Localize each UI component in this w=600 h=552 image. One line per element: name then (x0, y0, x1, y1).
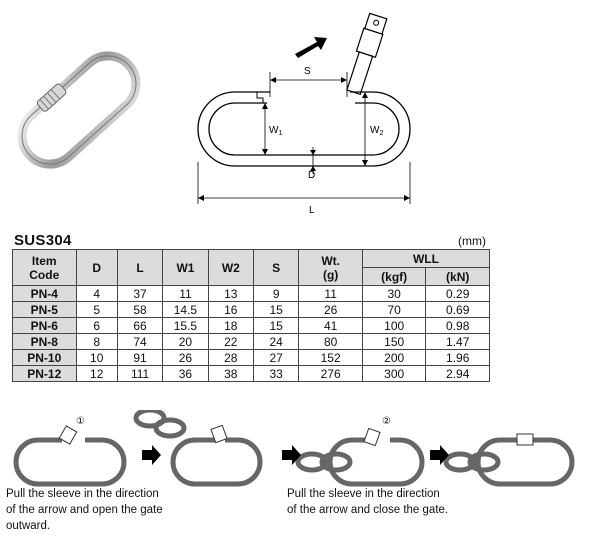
table-cell: 12 (75, 365, 118, 382)
table-cell: 36 (162, 365, 209, 382)
arrow-right-icon (430, 445, 449, 465)
table-cell: 300 (361, 365, 427, 382)
table-cell: 2.94 (425, 365, 490, 382)
material-title: SUS304 (14, 232, 72, 249)
label-w1: W (269, 125, 279, 136)
step-marker-2: ② (382, 416, 391, 427)
header-wt: Wt.(g) (298, 249, 363, 286)
table-cell: 111 (116, 365, 164, 382)
table-cell: 6 (75, 317, 118, 334)
table-cell: 1.47 (425, 333, 490, 350)
item-code-cell: PN-6 (12, 317, 77, 334)
header-d: D (75, 249, 118, 286)
dimension-diagram: S W1 W2 D L (197, 12, 411, 216)
svg-text:W2: W2 (370, 125, 383, 137)
arrow-right-icon (142, 445, 161, 465)
table-cell: 8 (75, 333, 118, 350)
table-cell: 5 (75, 301, 118, 318)
direction-arrow-icon (295, 37, 327, 58)
header-s: S (252, 249, 300, 286)
item-code-cell: PN-5 (12, 301, 77, 318)
table-cell: 37 (116, 285, 164, 302)
header-l: L (116, 249, 164, 286)
item-code-cell: PN-8 (12, 333, 77, 350)
table-cell: 11 (298, 285, 363, 302)
table-cell: 10 (75, 349, 118, 366)
step-marker-1: ① (76, 416, 85, 427)
table-cell: 150 (361, 333, 427, 350)
table-cell: 33 (252, 365, 300, 382)
table-cell: 91 (116, 349, 164, 366)
caption-close-gate: Pull the sleeve in the direction of the … (287, 488, 449, 516)
item-code-cell: PN-10 (12, 349, 77, 366)
table-cell: 26 (298, 301, 363, 318)
label-l: L (309, 205, 315, 216)
label-d: D (308, 170, 315, 181)
table-cell: 11 (162, 285, 209, 302)
table-cell: 22 (207, 333, 255, 350)
table-cell: 30 (361, 285, 427, 302)
header-w2: W2 (207, 249, 255, 286)
item-code-cell: PN-4 (12, 285, 77, 302)
table-cell: 276 (298, 365, 363, 382)
table-cell: 13 (207, 285, 255, 302)
table-cell: 152 (298, 349, 363, 366)
table-cell: 16 (207, 301, 255, 318)
label-w2: W (370, 125, 380, 136)
svg-text:W1: W1 (269, 125, 282, 137)
label-s: S (304, 66, 311, 77)
table-cell: 15.5 (162, 317, 209, 334)
table-cell: 80 (298, 333, 363, 350)
table-cell: 38 (207, 365, 255, 382)
table-cell: 15 (252, 317, 300, 334)
table-cell: 0.98 (425, 317, 490, 334)
table-cell: 24 (252, 333, 300, 350)
table-cell: 41 (298, 317, 363, 334)
table-cell: 200 (361, 349, 427, 366)
table-cell: 74 (116, 333, 164, 350)
header-kn: (kN) (425, 267, 490, 286)
header-w1: W1 (162, 249, 209, 286)
header-wll: WLL (361, 249, 491, 268)
quick-link-photo (17, 51, 141, 169)
caption-open-gate: Pull the sleeve in the direction of the … (6, 488, 163, 532)
table-cell: 20 (162, 333, 209, 350)
table-cell: 4 (75, 285, 118, 302)
table-cell: 58 (116, 301, 164, 318)
table-cell: 9 (252, 285, 300, 302)
table-cell: 1.96 (425, 349, 490, 366)
unit-label: (mm) (458, 234, 486, 248)
table-cell: 14.5 (162, 301, 209, 318)
header-kgf: (kgf) (361, 267, 427, 286)
item-code-cell: PN-12 (12, 365, 77, 382)
arrow-right-icon (282, 445, 301, 465)
table-cell: 27 (252, 349, 300, 366)
table-cell: 66 (116, 317, 164, 334)
operation-steps-illustration: ① ② (13, 410, 575, 487)
table-cell: 18 (207, 317, 255, 334)
table-cell: 15 (252, 301, 300, 318)
table-cell: 0.69 (425, 301, 490, 318)
table-cell: 70 (361, 301, 427, 318)
table-cell: 26 (162, 349, 209, 366)
table-cell: 0.29 (425, 285, 490, 302)
table-cell: 28 (207, 349, 255, 366)
table-cell: 100 (361, 317, 427, 334)
